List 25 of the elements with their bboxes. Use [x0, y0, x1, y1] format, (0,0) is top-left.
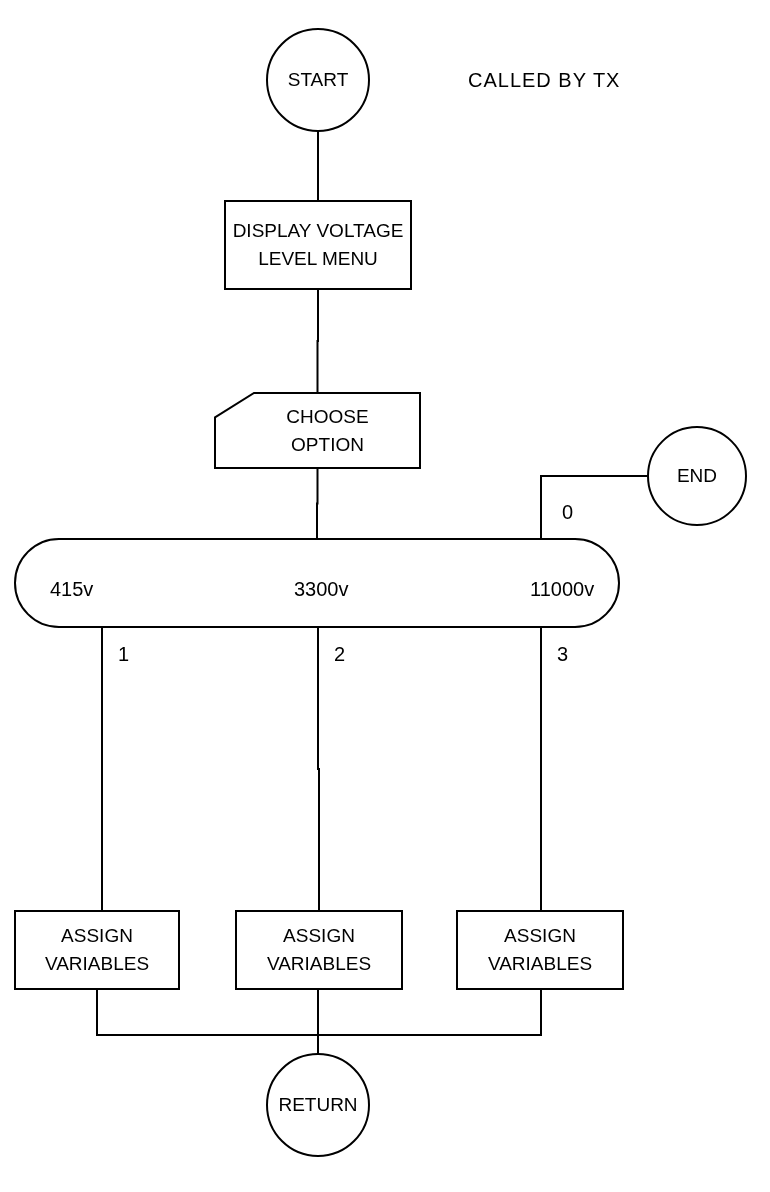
connector-line	[540, 475, 648, 539]
option-value: 3300v	[294, 577, 349, 601]
process-box	[235, 910, 403, 990]
process-box	[14, 910, 180, 990]
option-value: 11000v	[530, 577, 595, 601]
node-label: ASSIGN VARIABLES	[265, 924, 373, 976]
connector-line	[540, 627, 542, 911]
connector-line	[317, 989, 542, 1054]
connector-line	[317, 627, 320, 911]
process-box	[224, 200, 412, 290]
node-label: START	[287, 68, 349, 92]
connector-line	[316, 468, 319, 539]
note-text: CALLED BY TX	[468, 68, 621, 92]
process-box	[456, 910, 624, 990]
node-label: ASSIGN VARIABLES	[486, 924, 594, 976]
connector-line	[316, 289, 319, 393]
node-label: RETURN	[278, 1093, 358, 1117]
connector-line	[101, 627, 103, 911]
node-label: END	[676, 464, 718, 488]
node-label: DISPLAY VOLTAGE LEVEL MENU	[231, 219, 405, 271]
connector-line	[317, 131, 319, 201]
manual-input-shape	[214, 392, 421, 469]
node-label: ASSIGN VARIABLES	[43, 924, 151, 976]
option-value: 415v	[50, 577, 94, 601]
node-label: CHOOSE OPTION	[285, 404, 370, 457]
